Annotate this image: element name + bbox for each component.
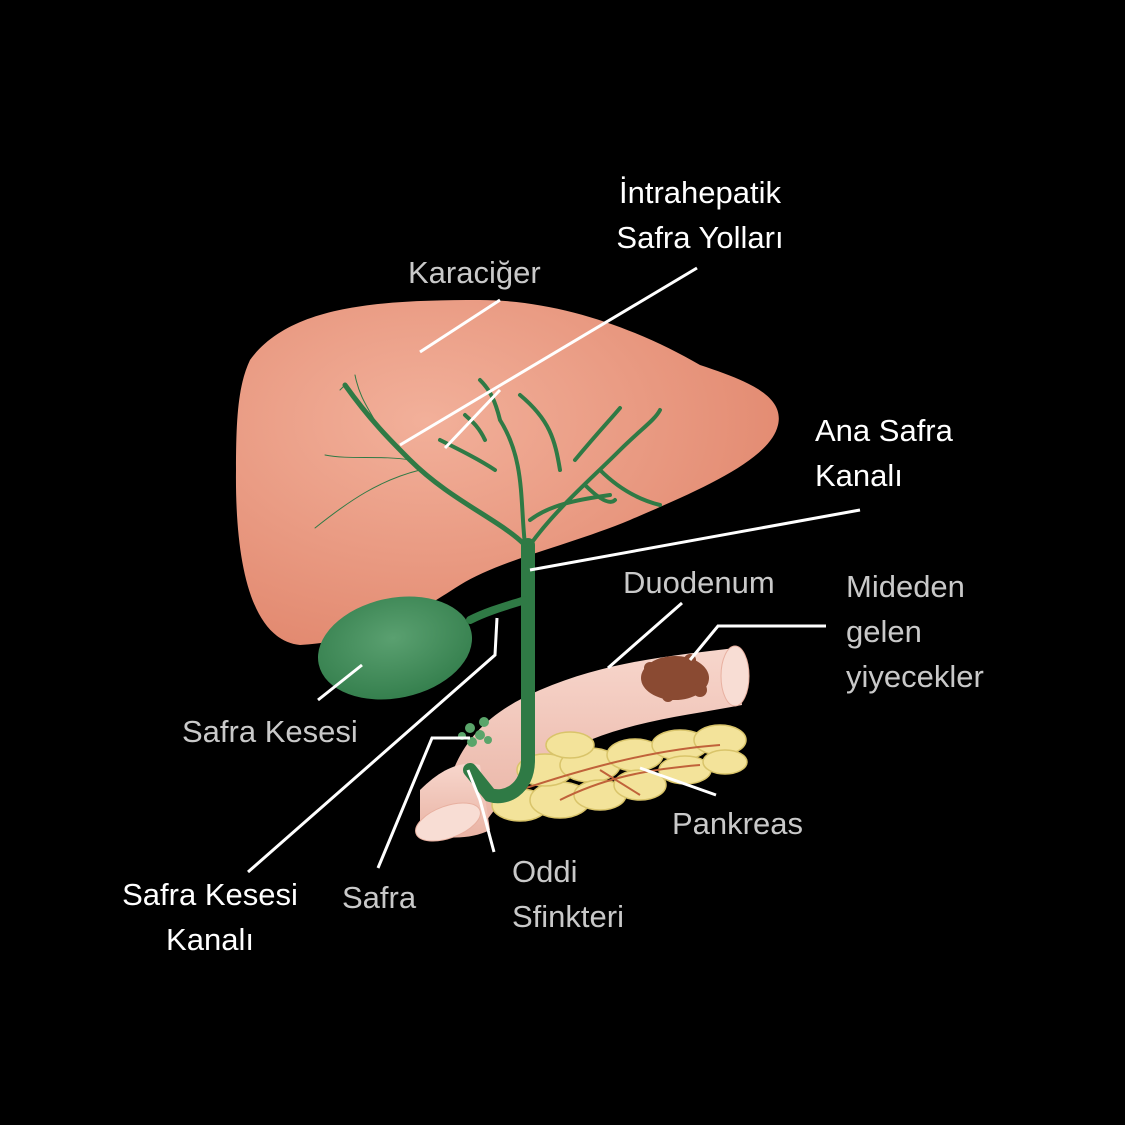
gallbladder xyxy=(317,596,473,700)
label-gallbladder: Safra Kesesi xyxy=(182,714,358,749)
bile-ducts xyxy=(314,374,662,804)
label-food-line1: Mideden xyxy=(846,569,965,604)
pancreas xyxy=(491,724,748,822)
label-bile: Safra xyxy=(342,880,417,915)
label-cystic-duct-line2: Kanalı xyxy=(166,922,254,957)
label-intrahepatic-line2: Safra Yolları xyxy=(616,220,784,255)
leader-lines xyxy=(247,266,861,874)
label-food-line3: yiyecekler xyxy=(846,659,984,694)
bile-drops xyxy=(458,717,492,747)
label-intrahepatic-line1: İntrahepatik xyxy=(619,175,781,210)
label-oddi-line2: Sfinkteri xyxy=(512,899,624,934)
liver xyxy=(235,300,779,645)
label-liver: Karaciğer xyxy=(408,255,541,290)
label-duodenum: Duodenum xyxy=(623,565,775,600)
label-common-bile-duct-line1: Ana Safra xyxy=(815,413,953,448)
label-cystic-duct-line1: Safra Kesesi xyxy=(122,877,298,912)
label-pancreas: Pankreas xyxy=(672,806,803,841)
label-food-line2: gelen xyxy=(846,614,922,649)
label-oddi-line1: Oddi xyxy=(512,854,578,889)
label-common-bile-duct-line2: Kanalı xyxy=(815,458,903,493)
